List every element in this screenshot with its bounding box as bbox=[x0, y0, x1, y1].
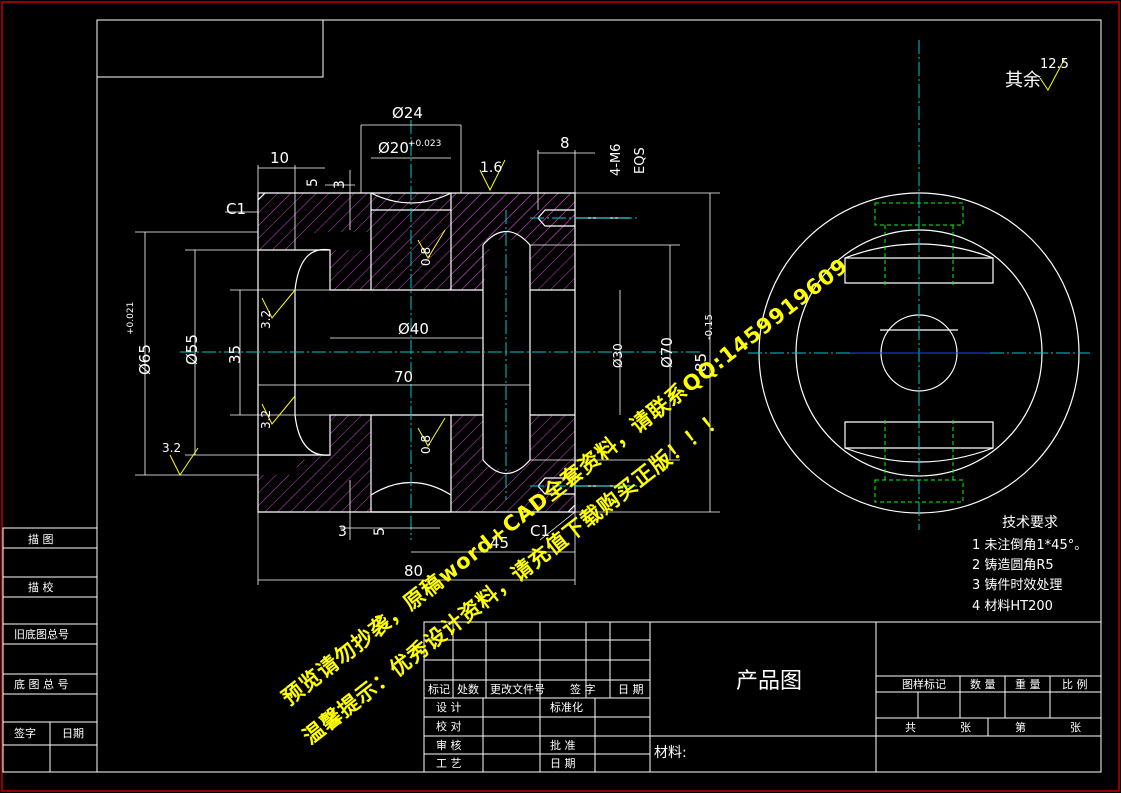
sign-row-4-label: 工 艺 bbox=[436, 757, 462, 770]
dim-r32b: 3.2 bbox=[259, 410, 273, 429]
tech-req-item-4: 4 材料HT200 bbox=[972, 599, 1053, 614]
rev-header-4: 签 字 bbox=[570, 682, 596, 696]
sheet-label-4: 张 bbox=[1070, 721, 1081, 734]
dim-d85: 85 bbox=[692, 353, 710, 372]
surface-note-label: 其余 bbox=[1005, 70, 1041, 91]
dim-d80: 80 bbox=[404, 562, 423, 580]
title-block bbox=[423, 621, 1102, 773]
rev-header-5: 日 期 bbox=[618, 683, 644, 696]
rev-header-3: 更改文件号 bbox=[490, 682, 545, 696]
rev-header-1: 标记 bbox=[428, 682, 450, 696]
dim-d3-top: 3 bbox=[332, 180, 348, 189]
dim-eqs: EQS bbox=[633, 147, 648, 174]
sidebar-row-4: 底 图 总 号 bbox=[14, 677, 69, 691]
dim-dia70: Ø70 bbox=[658, 337, 676, 368]
sign-row-1-right: 标准化 bbox=[550, 700, 583, 714]
dim-d55: Ø55 bbox=[183, 334, 201, 365]
hatch-top-a bbox=[258, 193, 371, 250]
sidebar-row-1: 描 图 bbox=[28, 532, 54, 546]
surface-note-value: 12.5 bbox=[1040, 57, 1069, 72]
sign-row-4-right: 日 期 bbox=[550, 757, 576, 770]
hatch-bot-b bbox=[330, 415, 371, 455]
right-header-2: 数 量 bbox=[970, 678, 996, 691]
sign-row-3-label: 审 核 bbox=[436, 738, 462, 752]
dim-thread: 4-M6 bbox=[609, 144, 624, 176]
top-left-box bbox=[96, 19, 324, 78]
right-header-1: 图样标记 bbox=[902, 677, 946, 691]
tech-req-item-1: 1 未注倒角1*45°。 bbox=[972, 538, 1087, 553]
dim-d30: Ø30 bbox=[611, 343, 625, 368]
dim-d3-bot: 3 bbox=[338, 524, 347, 540]
dim-d8: 8 bbox=[560, 134, 570, 152]
dim-d85-tol: -0.15 bbox=[704, 314, 715, 340]
dim-d65-tol: +0.021 bbox=[126, 302, 136, 335]
section-view bbox=[135, 57, 1066, 585]
dim-d5-top: 5 bbox=[305, 178, 321, 187]
right-header-3: 重 量 bbox=[1015, 677, 1041, 691]
dim-d70: 70 bbox=[394, 368, 413, 386]
sidebar-texts: 描 图 描 校 旧底图总号 底 图 总 号 签字 日期 bbox=[14, 532, 84, 740]
tech-req-item-3: 3 铸件时效处理 bbox=[972, 577, 1062, 593]
sidebar-footer-1: 签字 bbox=[14, 726, 36, 740]
dim-r08a: 0.8 bbox=[419, 247, 433, 266]
notes-texts: 其余 12.5 技术要求 1 未注倒角1*45°。 2 铸造圆角R5 3 铸件时… bbox=[972, 57, 1087, 614]
material-label: 材料: bbox=[654, 745, 687, 761]
sign-row-1-label: 设 计 bbox=[436, 701, 462, 714]
dim-c1-top: C1 bbox=[226, 200, 246, 218]
dim-d20: Ø20 bbox=[378, 139, 409, 157]
sign-row-3-right: 批 准 bbox=[550, 738, 576, 752]
dim-r32c: 3.2 bbox=[162, 441, 181, 455]
title-block-texts: 标记 处数 更改文件号 签 字 日 期 设 计 标准化 校 对 审 核 批 准 … bbox=[428, 669, 1088, 770]
tech-req-heading: 技术要求 bbox=[1002, 515, 1058, 531]
sheet-label-3: 第 bbox=[1015, 720, 1026, 734]
hatch-bot-a bbox=[258, 455, 371, 512]
dim-d5-bot: 5 bbox=[372, 527, 388, 536]
sidebar-row-2: 描 校 bbox=[28, 580, 54, 594]
drawing-title: 产品图 bbox=[736, 669, 802, 694]
sidebar-block bbox=[2, 527, 98, 773]
sign-row-2-label: 校 对 bbox=[436, 719, 462, 733]
dim-d65: Ø65 bbox=[136, 344, 154, 375]
sidebar-row-3: 旧底图总号 bbox=[14, 627, 69, 641]
sheet-label-1: 共 bbox=[905, 721, 916, 734]
dim-d35: 35 bbox=[226, 345, 244, 364]
dim-d10: 10 bbox=[270, 149, 289, 167]
inner-border bbox=[96, 19, 1102, 773]
tech-req-item-2: 2 铸造圆角R5 bbox=[972, 557, 1054, 573]
hatch-bot-c bbox=[451, 415, 575, 512]
rev-header-2: 处数 bbox=[457, 683, 479, 696]
dim-d20-tol: +0.023 bbox=[408, 139, 441, 149]
hatch-top-c bbox=[330, 250, 371, 290]
right-header-4: 比 例 bbox=[1062, 677, 1088, 691]
sidebar-footer-2: 日期 bbox=[62, 727, 84, 740]
dim-d24: Ø24 bbox=[392, 104, 423, 122]
dim-r32a: 3.2 bbox=[259, 310, 273, 329]
dim-r08b: 0.8 bbox=[419, 435, 433, 454]
hatch-top-b bbox=[371, 193, 575, 290]
dimension-texts: Ø24 Ø20 +0.023 10 8 5 3 1.6 4-M6 EQS C1 … bbox=[126, 104, 715, 580]
dim-d40: Ø40 bbox=[398, 320, 429, 338]
side-view bbox=[748, 40, 1090, 530]
dim-d16: 1.6 bbox=[480, 160, 502, 176]
dim-d45: 45 bbox=[490, 534, 509, 552]
dim-c1-bottom: C1 bbox=[530, 522, 550, 540]
sheet-label-2: 张 bbox=[960, 721, 971, 734]
